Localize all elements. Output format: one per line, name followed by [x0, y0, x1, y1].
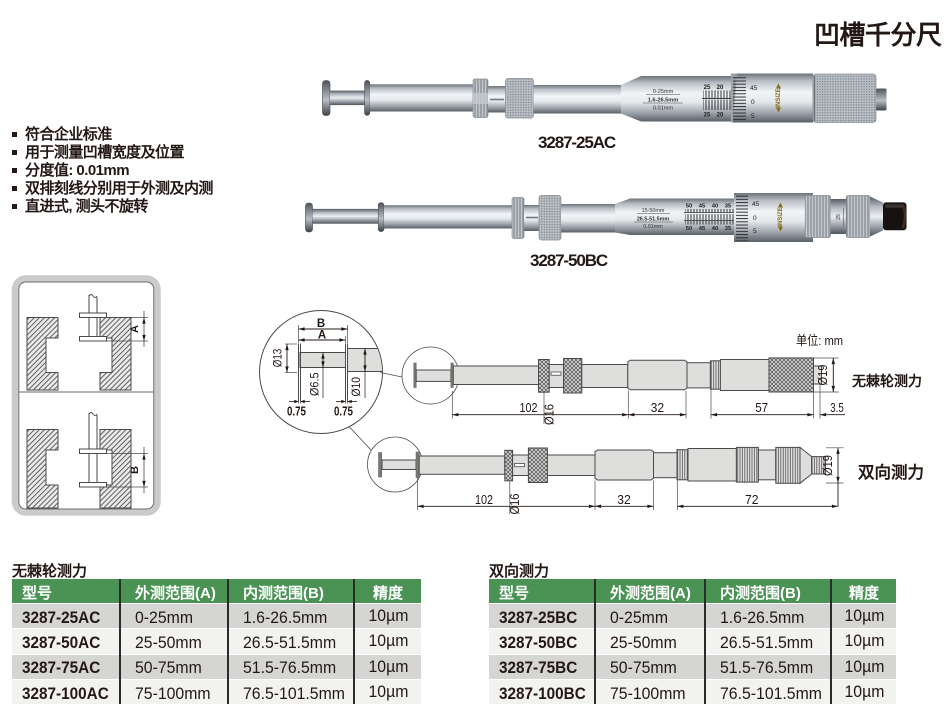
svg-text:0.75: 0.75 — [287, 405, 306, 419]
svg-text:45: 45 — [699, 226, 706, 232]
svg-text:A: A — [318, 330, 326, 342]
svg-text:单位: mm: 单位: mm — [796, 333, 843, 348]
svg-text:B: B — [129, 466, 141, 474]
svg-text:15-50mm: 15-50mm — [642, 208, 665, 214]
svg-text:0.01mm: 0.01mm — [643, 224, 663, 230]
svg-text:Ø19: Ø19 — [821, 455, 835, 476]
svg-text:72: 72 — [745, 493, 759, 507]
svg-text:0.01mm: 0.01mm — [653, 106, 674, 112]
svg-text:Ø10: Ø10 — [349, 377, 363, 397]
svg-text:Ø19: Ø19 — [816, 364, 830, 385]
svg-text:◀INSIZE▶: ◀INSIZE▶ — [775, 83, 782, 113]
svg-text:40: 40 — [712, 204, 718, 210]
svg-text:102: 102 — [520, 401, 538, 415]
svg-text:Ø13: Ø13 — [271, 348, 285, 367]
svg-text:20: 20 — [717, 113, 724, 119]
svg-text:5: 5 — [751, 113, 755, 120]
svg-text:◀INSIZE▶: ◀INSIZE▶ — [777, 202, 784, 232]
svg-text:45: 45 — [752, 201, 760, 208]
svg-text:32: 32 — [651, 401, 665, 415]
svg-text:25: 25 — [704, 113, 711, 119]
svg-text:35: 35 — [725, 226, 732, 232]
svg-text:0-25mm: 0-25mm — [653, 89, 674, 95]
svg-text:102: 102 — [475, 493, 493, 507]
svg-text:B: B — [317, 318, 325, 330]
svg-text:Ø16: Ø16 — [543, 404, 557, 425]
svg-text:A: A — [129, 325, 141, 333]
svg-text:3.5: 3.5 — [830, 401, 844, 415]
svg-text:40: 40 — [712, 226, 718, 232]
svg-text:双向测力: 双向测力 — [858, 462, 924, 482]
svg-text:0: 0 — [753, 215, 757, 222]
svg-text:50: 50 — [686, 204, 692, 210]
svg-text:0: 0 — [751, 99, 755, 106]
svg-text:26.5-51.5mm: 26.5-51.5mm — [637, 217, 670, 223]
svg-text:57: 57 — [755, 401, 768, 415]
svg-text:20: 20 — [717, 85, 724, 91]
svg-text:45: 45 — [699, 204, 706, 210]
svg-text:1.6-26.5mm: 1.6-26.5mm — [648, 98, 678, 104]
svg-text:45: 45 — [750, 85, 758, 92]
svg-text:Ø6.5: Ø6.5 — [308, 372, 322, 396]
svg-text:25: 25 — [704, 85, 711, 91]
svg-text:25: 25 — [836, 214, 842, 220]
svg-text:5: 5 — [753, 228, 757, 235]
svg-text:50: 50 — [686, 226, 692, 232]
svg-text:32: 32 — [617, 493, 631, 507]
svg-text:0.75: 0.75 — [334, 405, 353, 419]
svg-text:35: 35 — [725, 204, 732, 210]
svg-text:无棘轮测力: 无棘轮测力 — [851, 373, 922, 389]
svg-text:Ø16: Ø16 — [508, 493, 522, 514]
